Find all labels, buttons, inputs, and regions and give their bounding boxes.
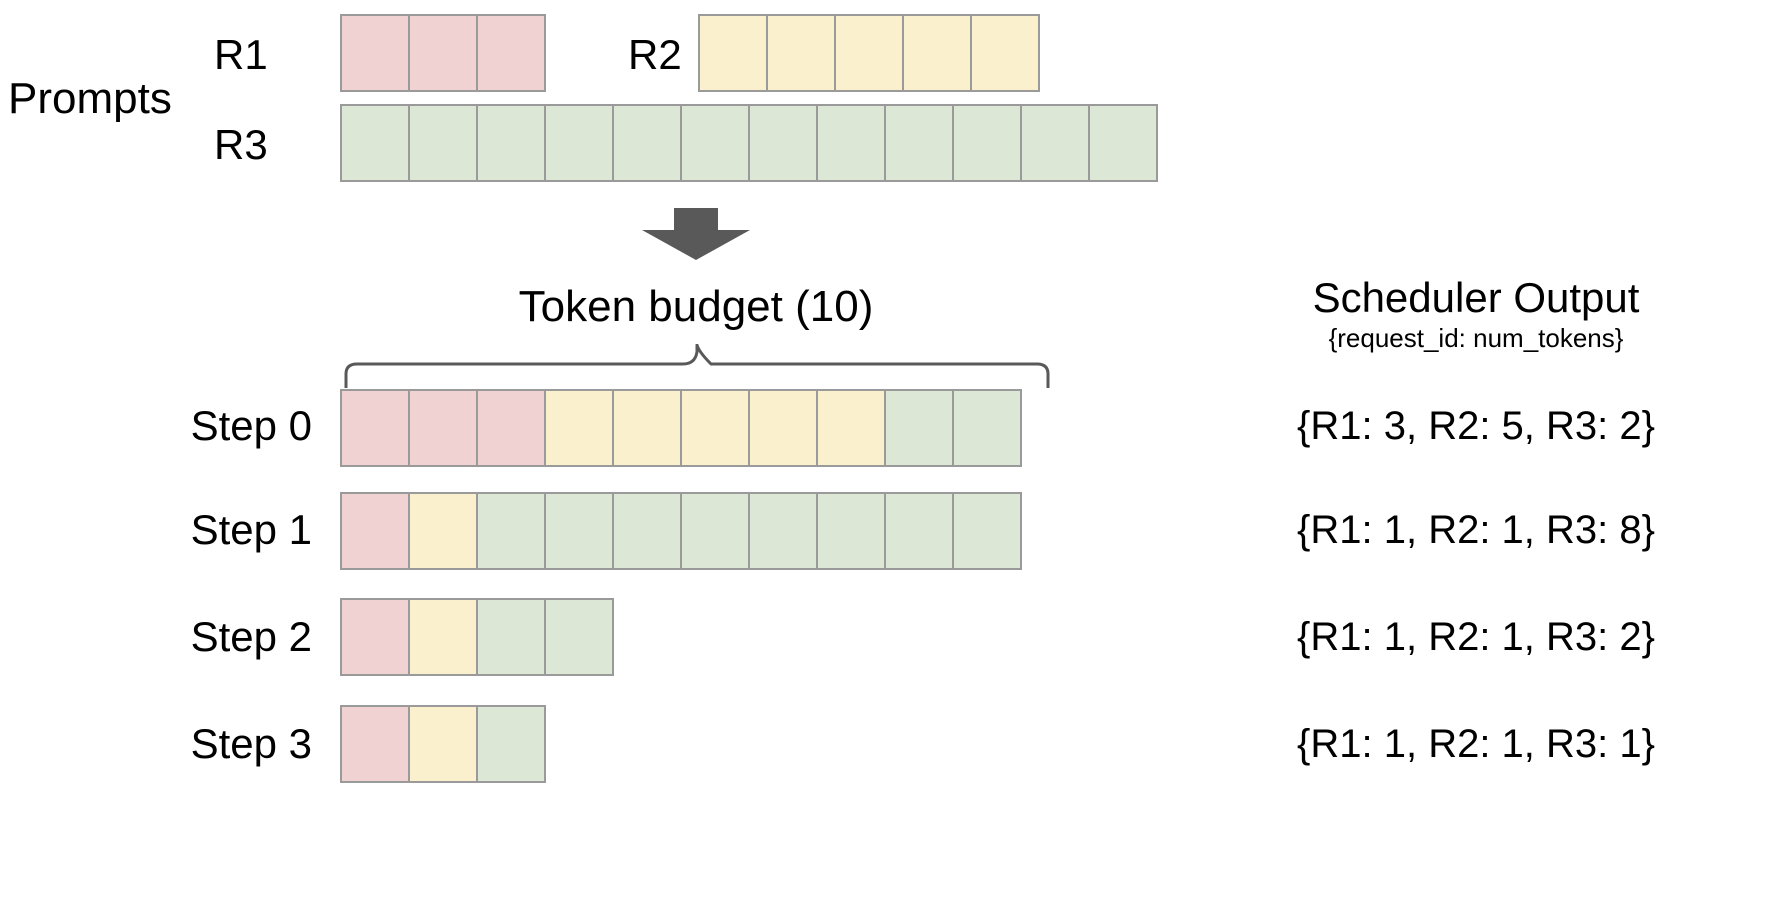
token-cell [544,104,614,182]
token-cell [698,14,768,92]
prompt-strip-r2 [698,14,1040,92]
token-cell [884,104,954,182]
token-cell [680,104,750,182]
token-cell [408,14,478,92]
token-cell [340,104,410,182]
token-cell [816,389,886,467]
token-cell [902,14,972,92]
token-cell [476,14,546,92]
step-label-1: Step 1 [190,506,312,553]
token-cell [408,705,478,783]
step-strip-0 [340,389,1022,467]
token-cell [408,389,478,467]
token-cell [952,492,1022,570]
token-cell [476,598,546,676]
step-label-3: Step 3 [190,720,312,767]
token-cell [476,492,546,570]
token-cell [340,598,410,676]
request-label-r3: R3 [214,121,268,168]
token-cell [612,389,682,467]
token-cell [970,14,1040,92]
token-cell [748,389,818,467]
scheduler-output-subtitle: {request_id: num_tokens} [1328,323,1624,353]
token-cell [680,389,750,467]
step-output-1: {R1: 1, R2: 1, R3: 8} [1297,508,1655,552]
token-cell [408,104,478,182]
token-cell [816,104,886,182]
token-cell [340,14,410,92]
token-cell [1088,104,1158,182]
token-cell [748,104,818,182]
token-cell [340,705,410,783]
step-strip-1 [340,492,1022,570]
token-cell [612,492,682,570]
step-output-3: {R1: 1, R2: 1, R3: 1} [1297,722,1655,766]
step-label-0: Step 0 [190,402,312,449]
token-budget-brace [343,343,1051,390]
token-cell [544,598,614,676]
token-cell [884,389,954,467]
token-cell [834,14,904,92]
request-label-r1: R1 [214,31,268,78]
prompt-strip-r3 [340,104,1158,182]
token-cell [544,492,614,570]
token-cell [408,598,478,676]
token-cell [340,389,410,467]
token-cell [476,104,546,182]
token-cell [680,492,750,570]
token-cell [544,389,614,467]
prompt-strip-r1 [340,14,546,92]
prompts-section-label: Prompts [8,74,172,123]
token-cell [952,104,1022,182]
step-strip-2 [340,598,614,676]
token-cell [748,492,818,570]
step-output-2: {R1: 1, R2: 1, R3: 2} [1297,615,1655,659]
token-cell [816,492,886,570]
token-cell [884,492,954,570]
step-strip-3 [340,705,546,783]
token-cell [476,705,546,783]
token-cell [476,389,546,467]
token-cell [1020,104,1090,182]
token-cell [952,389,1022,467]
request-label-r2: R2 [628,31,682,78]
scheduler-output-title: Scheduler Output [1312,274,1640,321]
token-budget-label: Token budget (10) [518,282,874,331]
token-cell [612,104,682,182]
step-output-0: {R1: 3, R2: 5, R3: 2} [1297,404,1655,448]
step-label-2: Step 2 [190,613,312,660]
token-cell [340,492,410,570]
token-cell [408,492,478,570]
down-arrow-icon [634,208,758,260]
token-cell [766,14,836,92]
